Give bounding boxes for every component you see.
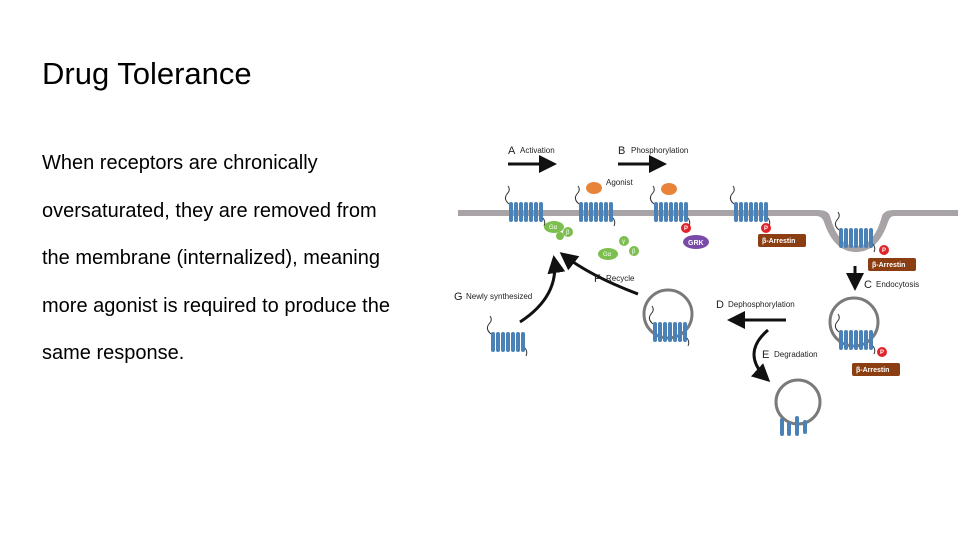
- step-g-newly-synthesized: G Newly synthesized: [454, 255, 566, 357]
- agonist: [661, 183, 677, 195]
- step-a-label: Activation: [520, 146, 555, 155]
- step-g-letter: G: [454, 291, 463, 303]
- step-b-letter: B: [618, 145, 625, 157]
- phospho-label: P: [880, 350, 884, 356]
- arrestin-box: [852, 363, 900, 376]
- body-text: When receptors are chronically oversatur…: [42, 140, 452, 378]
- body-line: more agonist is required to produce the: [42, 294, 390, 317]
- grk-enzyme: [683, 235, 709, 249]
- g-protein-released: Gα γ β: [598, 236, 639, 260]
- step-a-activation: A Activation: [508, 145, 557, 173]
- step-f-letter: F: [594, 273, 601, 285]
- body-line: the membrane (internalized), meaning: [42, 247, 380, 269]
- receptor-trafficking-diagram: A Activation B Phosphorylation Gα β Agon…: [454, 145, 958, 436]
- step-b-label: Phosphorylation: [631, 146, 688, 155]
- step-b-phosphorylation: B Phosphorylation: [618, 145, 688, 173]
- receptor-in-pit: P β-Arrestin: [834, 211, 916, 271]
- arrestin-label: β-Arrestin: [856, 367, 889, 374]
- step-c-label: Endocytosis: [876, 280, 919, 289]
- arrestin-label: β-Arrestin: [872, 262, 905, 269]
- body-line: When receptors are chronically: [42, 152, 318, 174]
- body-line: oversaturated, they are removed from: [42, 199, 377, 222]
- step-d-label: Dephosphorylation: [728, 300, 795, 309]
- receptor-inactive: Gα β: [504, 185, 573, 240]
- step-c-endocytosis: C Endocytosis: [846, 266, 919, 291]
- g-beta-released-label: β: [632, 249, 636, 255]
- endosome-arrestin: P β-Arrestin: [828, 296, 900, 376]
- step-e-degradation: E Degradation: [750, 328, 818, 383]
- g-protein: Gα β: [544, 221, 573, 240]
- arrestin-box: [758, 234, 806, 247]
- arrestin-label: β-Arrestin: [762, 238, 795, 245]
- body-line: same response.: [42, 342, 185, 364]
- phospho-marker: [877, 347, 887, 357]
- step-f-recycle: F Recycle: [559, 252, 639, 296]
- phospho-marker: [879, 245, 889, 255]
- receptor-activated: Agonist: [574, 178, 633, 227]
- step-g-label: Newly synthesized: [466, 292, 532, 301]
- step-d-dephosphorylation: D Dephosphorylation: [716, 299, 795, 329]
- g-beta-label: β: [566, 230, 570, 236]
- g-alpha-label: Gα: [549, 225, 558, 231]
- phospho-marker: [681, 223, 691, 233]
- phospho-label: P: [882, 248, 886, 254]
- phospho-label: P: [764, 226, 768, 232]
- g-alpha-released-label: Gα: [603, 252, 612, 258]
- agonist: [586, 182, 602, 194]
- g-gamma-label: γ: [622, 239, 625, 245]
- grk-label: GRK: [688, 240, 704, 247]
- step-d-letter: D: [716, 299, 724, 311]
- receptor-grk: P GRK: [649, 183, 709, 249]
- slide-title: Drug Tolerance: [42, 56, 252, 91]
- lysosome-degraded: [774, 378, 822, 436]
- arrestin-box: [868, 258, 916, 271]
- step-f-label: Recycle: [606, 274, 635, 283]
- step-e-letter: E: [762, 349, 769, 361]
- step-e-label: Degradation: [774, 350, 818, 359]
- phospho-label: P: [684, 226, 688, 232]
- step-a-letter: A: [508, 145, 516, 157]
- receptor-arrestin: P β-Arrestin: [729, 185, 806, 247]
- step-c-letter: C: [864, 279, 872, 291]
- agonist-label: Agonist: [606, 178, 633, 187]
- cell-membrane: [458, 210, 958, 252]
- endosome-recycling: [642, 288, 694, 347]
- phospho-marker: [761, 223, 771, 233]
